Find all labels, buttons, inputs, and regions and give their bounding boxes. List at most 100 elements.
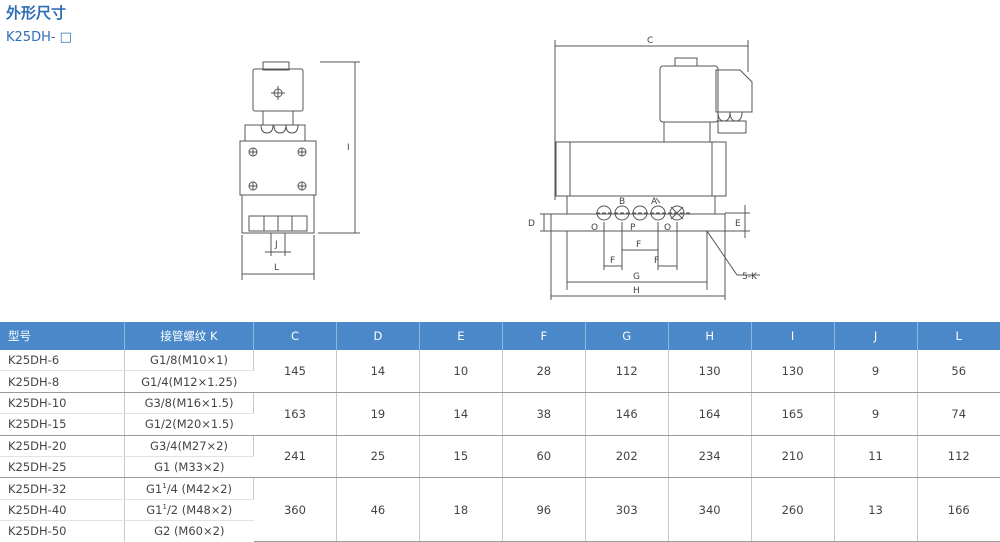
model-cell: K25DH-32 bbox=[0, 477, 125, 500]
value-d: 25 bbox=[336, 435, 420, 479]
value-l: 74 bbox=[917, 392, 1000, 436]
value-g: 146 bbox=[585, 392, 669, 436]
table-row: K25DH-10 G3/8(M16×1.5) 163 19 14 38 146 … bbox=[0, 392, 1000, 436]
technical-drawing: I J L C D E F F F G H B A P O O 5-K bbox=[239, 36, 760, 300]
value-g: 202 bbox=[585, 435, 669, 479]
thread-main: G1 bbox=[146, 502, 163, 517]
model-cell: K25DH-40 bbox=[0, 499, 125, 522]
value-l: 112 bbox=[917, 435, 1000, 479]
port-label-b: B bbox=[619, 197, 625, 207]
value-f: 28 bbox=[502, 350, 586, 393]
header-i: I bbox=[751, 322, 835, 350]
thread-cell: G2 (M60×2) bbox=[124, 520, 254, 542]
table-row: K25DH-8 G1/4(M12×1.25) bbox=[0, 370, 1000, 393]
header-l: L bbox=[917, 322, 1000, 350]
value-d: 19 bbox=[336, 392, 420, 436]
thread-cell: G1/8(M10×1) bbox=[124, 350, 254, 372]
thread-cell: G3/4(M27×2) bbox=[124, 435, 254, 457]
table-header-row: 型号 接管螺纹 K C D E F G H I J L bbox=[0, 322, 1000, 350]
value-h: 340 bbox=[668, 477, 752, 542]
dim-label-h: H bbox=[633, 286, 640, 296]
thread-rest: /4 (M42×2) bbox=[166, 481, 233, 496]
thread-cell: G1/4(M12×1.25) bbox=[124, 370, 254, 393]
thread-main: G1 bbox=[145, 481, 163, 496]
value-l: 56 bbox=[917, 350, 1000, 393]
header-d: D bbox=[336, 322, 420, 350]
value-c: 163 bbox=[253, 392, 337, 436]
value-c: 241 bbox=[253, 435, 337, 479]
side-view bbox=[239, 61, 360, 280]
value-h: 234 bbox=[668, 435, 752, 479]
port-label-o-left: O bbox=[591, 223, 598, 233]
table-row: K25DH-32 G11/4 (M42×2) 360 46 18 96 303 … bbox=[0, 477, 1000, 542]
thread-cell: G1 (M33×2) bbox=[124, 456, 254, 479]
value-e: 10 bbox=[419, 350, 503, 393]
value-h: 164 bbox=[668, 392, 752, 436]
header-thread: 接管螺纹 K bbox=[124, 322, 254, 350]
port-label-o-right: O bbox=[664, 223, 671, 233]
value-d: 14 bbox=[336, 350, 420, 393]
port-label-a: A bbox=[651, 197, 658, 207]
dim-label-f-left: F bbox=[610, 256, 615, 266]
value-g: 112 bbox=[585, 350, 669, 393]
value-i: 210 bbox=[751, 435, 835, 479]
table-row: K25DH-40 G11/2 (M48×2) bbox=[0, 499, 1000, 522]
value-e: 18 bbox=[419, 477, 503, 542]
dim-label-j: J bbox=[274, 240, 278, 250]
thread-rest: /2 (M48×2) bbox=[166, 502, 233, 517]
value-h: 130 bbox=[668, 350, 752, 393]
model-cell: K25DH-50 bbox=[8, 524, 67, 539]
value-f: 96 bbox=[502, 477, 586, 542]
header-c: C bbox=[253, 322, 337, 350]
front-view bbox=[540, 40, 760, 300]
port-label-p: P bbox=[630, 223, 636, 233]
value-j: 9 bbox=[834, 392, 918, 436]
header-f: F bbox=[502, 322, 586, 350]
header-j: J bbox=[834, 322, 918, 350]
dimension-table: 型号 接管螺纹 K C D E F G H I J L K25DH-6 G1/8… bbox=[0, 322, 1000, 542]
value-j: 9 bbox=[834, 350, 918, 393]
table-row: K25DH-6 G1/8(M10×1) 145 14 10 28 112 130… bbox=[0, 350, 1000, 393]
model-cell: K25DH-15 bbox=[0, 413, 125, 436]
value-i: 260 bbox=[751, 477, 835, 542]
header-model: 型号 bbox=[0, 322, 125, 350]
model-cell: K25DH-10 bbox=[0, 392, 125, 415]
header-e: E bbox=[419, 322, 503, 350]
model-cell: K25DH-8 bbox=[0, 370, 125, 393]
thread-cell: G11/4 (M42×2) bbox=[124, 477, 254, 500]
value-c: 360 bbox=[253, 477, 337, 542]
thread-cell: G11/2 (M48×2) bbox=[124, 499, 254, 522]
header-g: G bbox=[585, 322, 669, 350]
dim-label-i: I bbox=[347, 143, 350, 153]
dim-label-c: C bbox=[647, 36, 653, 46]
dim-label-e: E bbox=[735, 219, 741, 229]
dimension-drawing-svg: I J L C D E F F F G H B A P O O 5-K bbox=[239, 36, 760, 300]
value-e: 14 bbox=[419, 392, 503, 436]
model-cell: K25DH-25 bbox=[0, 456, 125, 479]
dim-label-f-right: F bbox=[654, 256, 659, 266]
value-j: 13 bbox=[834, 477, 918, 542]
header-h: H bbox=[668, 322, 752, 350]
page-title: 外形尺寸 bbox=[6, 4, 67, 22]
value-d: 46 bbox=[336, 477, 420, 542]
model-subtitle: K25DH- □ bbox=[6, 30, 72, 45]
table-row: K25DH-50 G2 (M60×2) bbox=[0, 520, 1000, 542]
dim-label-f-center: F bbox=[636, 240, 641, 250]
table-row: K25DH-25 G1 (M33×2) bbox=[0, 456, 1000, 479]
value-f: 38 bbox=[502, 392, 586, 436]
dim-label-g: G bbox=[633, 272, 640, 282]
dim-label-l: L bbox=[274, 263, 279, 273]
table-row: K25DH-15 G1/2(M20×1.5) bbox=[0, 413, 1000, 436]
dim-label-d: D bbox=[528, 219, 535, 229]
value-f: 60 bbox=[502, 435, 586, 479]
value-i: 165 bbox=[751, 392, 835, 436]
value-i: 130 bbox=[751, 350, 835, 393]
value-c: 145 bbox=[253, 350, 337, 393]
model-cell: K25DH-20 bbox=[0, 435, 125, 457]
thread-cell: G3/8(M16×1.5) bbox=[124, 392, 254, 415]
model-cell: K25DH-6 bbox=[0, 350, 125, 372]
dim-label-5k: 5-K bbox=[742, 272, 758, 282]
thread-sup: 1 bbox=[162, 481, 167, 490]
value-l: 166 bbox=[917, 477, 1000, 542]
thread-sup: 1 bbox=[162, 503, 167, 512]
